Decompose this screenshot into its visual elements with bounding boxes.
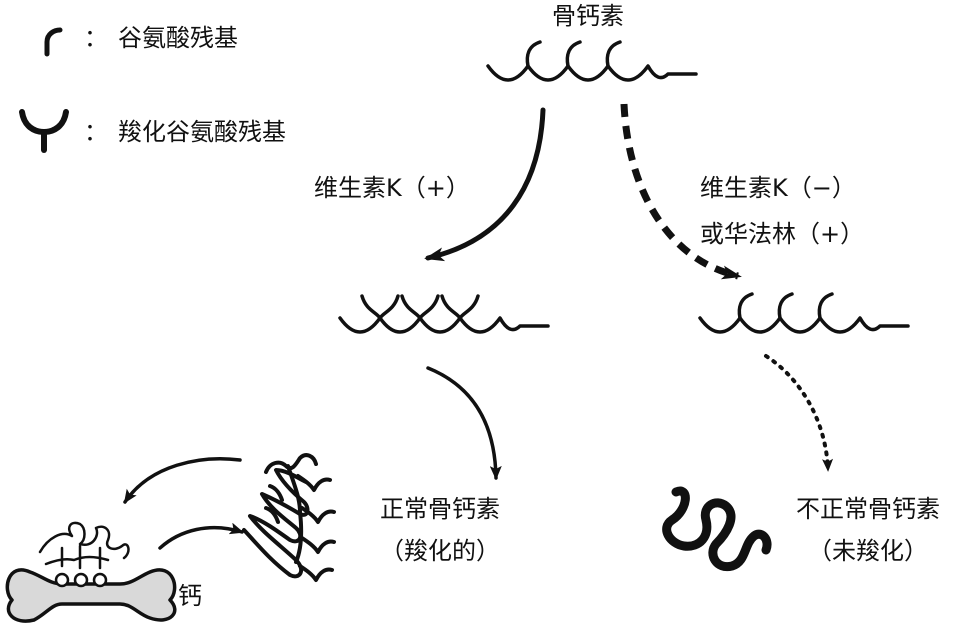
legend-gla-colon: ：: [84, 118, 108, 146]
glutamate-residue-icon: [44, 27, 63, 57]
uncarboxylated-chain: [698, 292, 910, 334]
carboxylated-chain: [338, 294, 550, 334]
legend-gla-label: 羧化谷氨酸残基: [118, 118, 286, 146]
legend-glu-colon: ：: [84, 24, 108, 52]
bone-shape: [5, 568, 177, 623]
label-carboxylated: （羧化的）: [380, 537, 500, 565]
label-vitamin-k-plus: 维生素K（+）: [314, 174, 470, 202]
arrow-to-abnormal-osteocalcin-dotted: [764, 354, 834, 472]
carboxyglutamate-residue-icon: [19, 109, 69, 153]
title-osteocalcin: 骨钙素: [552, 2, 624, 30]
osteocalcin-chain-top: [486, 40, 698, 82]
misfolded-abnormal-osteocalcin: [662, 486, 772, 572]
label-normal-osteocalcin: 正常骨钙素: [380, 495, 500, 523]
label-calcium: 钙: [178, 582, 202, 610]
legend-glu-label: 谷氨酸残基: [118, 24, 238, 52]
label-abnormal-osteocalcin: 不正常骨钙素: [796, 495, 940, 523]
label-warfarin: 或华法林（+）: [700, 220, 865, 248]
folded-carboxylated-osteocalcin: [242, 453, 336, 582]
arrow-to-normal-osteocalcin: [426, 366, 502, 480]
arrow-to-bone-binding: [123, 457, 242, 504]
label-vitamin-k-minus: 维生素K（−）: [700, 174, 856, 202]
arrow-vitamin-k-minus-dashed: [620, 103, 742, 280]
arrow-from-bone-binding: [158, 522, 244, 550]
label-uncarboxylated: （未羧化）: [808, 537, 928, 565]
arrow-vitamin-k-plus: [424, 107, 546, 262]
bone-bound-osteocalcin: [38, 521, 130, 588]
